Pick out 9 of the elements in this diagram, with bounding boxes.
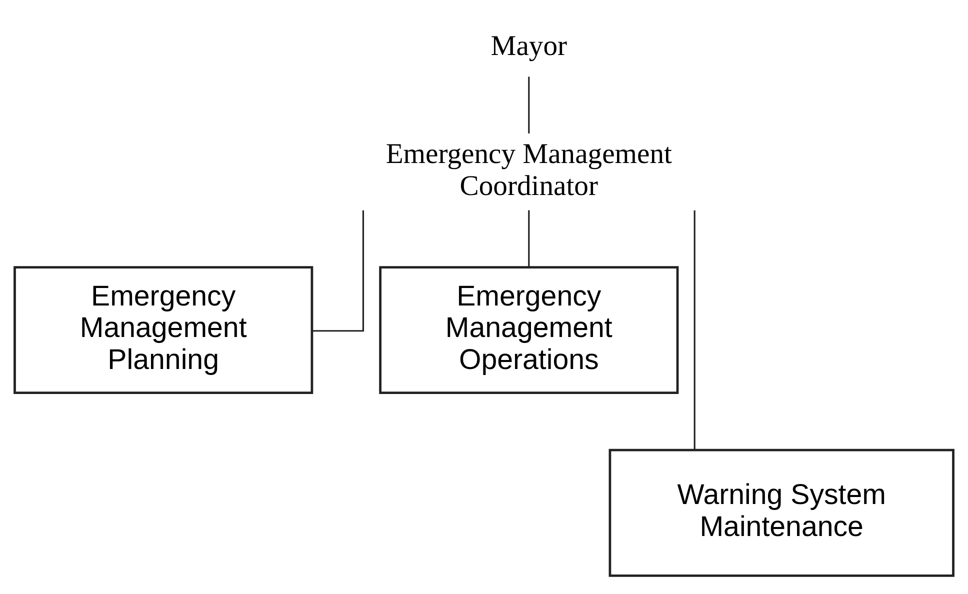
node-text: Mayor <box>490 30 568 62</box>
node-box: Emergency Management Operations <box>379 266 679 394</box>
node-box: Warning System Maintenance <box>608 448 954 576</box>
connector <box>312 210 364 332</box>
connector <box>528 210 530 266</box>
node-box: Emergency Management Planning <box>14 266 314 394</box>
connector <box>528 76 530 133</box>
node-text: Emergency Management Coordinator <box>386 138 672 202</box>
connector <box>694 210 696 450</box>
